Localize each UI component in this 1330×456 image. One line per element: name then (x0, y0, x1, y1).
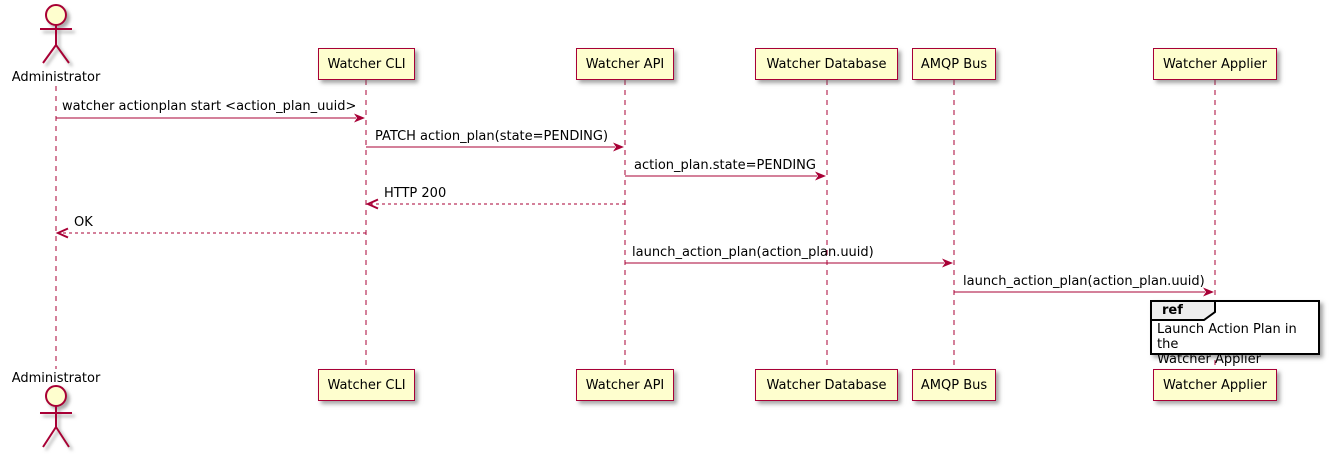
participant-label: Watcher API (585, 377, 665, 393)
participant-box-watcher-cli-top: Watcher CLI (318, 48, 415, 80)
message-label-1: watcher actionplan start <action_plan_uu… (62, 99, 357, 114)
message-label-3: action_plan.state=PENDING (634, 158, 816, 173)
ref-tab-shape (1150, 300, 1216, 321)
participant-box-amqp-bus-bottom: AMQP Bus (912, 369, 996, 401)
ref-fragment: ref Launch Action Plan in the Watcher Ap… (1150, 300, 1320, 367)
message-arrow-5 (55, 227, 366, 239)
message-arrow-7 (954, 287, 1214, 297)
participant-box-watcher-database-bottom: Watcher Database (755, 369, 898, 401)
participant-label: Watcher API (585, 56, 665, 72)
actor-label-bottom: Administrator (11, 371, 101, 386)
participant-box-watcher-database-top: Watcher Database (755, 48, 898, 80)
actor-figure-bottom (40, 385, 72, 448)
message-label-7: launch_action_plan(action_plan.uuid) (963, 274, 1205, 289)
message-label-4: HTTP 200 (384, 186, 447, 201)
participant-label: Watcher Database (766, 56, 887, 72)
actor-figure-top (40, 4, 72, 64)
participant-label: Watcher CLI (327, 56, 406, 72)
message-label-2: PATCH action_plan(state=PENDING) (375, 129, 609, 144)
participant-box-watcher-api-bottom: Watcher API (576, 369, 674, 401)
message-arrow-3 (625, 171, 826, 181)
ref-text: Launch Action Plan in the Watcher Applie… (1157, 322, 1297, 367)
participant-label: AMQP Bus (920, 377, 988, 393)
message-arrow-6 (625, 258, 953, 268)
message-label-5: OK (74, 215, 93, 230)
message-arrow-1 (56, 113, 365, 123)
message-label-6: launch_action_plan(action_plan.uuid) (632, 245, 874, 260)
ref-keyword: ref (1162, 303, 1183, 318)
participant-label: AMQP Bus (920, 56, 988, 72)
message-arrow-4 (365, 198, 625, 210)
participant-box-watcher-applier-bottom: Watcher Applier (1153, 369, 1277, 401)
participant-label: Watcher Applier (1163, 377, 1267, 393)
participant-label: Watcher Database (766, 377, 887, 393)
participant-label: Watcher CLI (327, 377, 406, 393)
participant-label: Watcher Applier (1163, 56, 1267, 72)
actor-label-top: Administrator (11, 70, 101, 85)
message-arrow-2 (366, 142, 624, 152)
participant-box-watcher-applier-top: Watcher Applier (1153, 48, 1277, 80)
participant-box-watcher-api-top: Watcher API (576, 48, 674, 80)
participant-box-watcher-cli-bottom: Watcher CLI (318, 369, 415, 401)
participant-box-amqp-bus-top: AMQP Bus (912, 48, 996, 80)
